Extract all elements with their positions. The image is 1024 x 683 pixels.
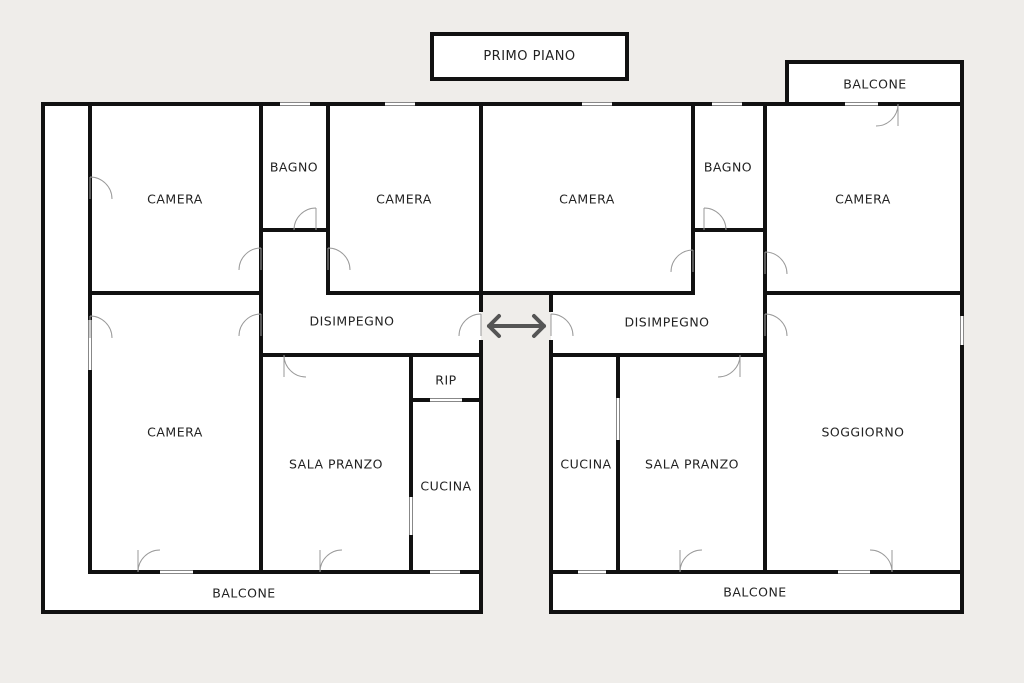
connection-arrow-icon (487, 314, 546, 338)
room-label-bagno-2: BAGNO (703, 159, 753, 175)
room-label-camera-3: CAMERA (559, 191, 615, 207)
room-label-rip: RIP (435, 372, 457, 388)
room-label-cucina-1: CUCINA (420, 478, 472, 494)
floor-title: PRIMO PIANO (430, 32, 629, 81)
room-label-camera-2: CAMERA (376, 191, 432, 207)
room-label-bagno-1: BAGNO (269, 159, 319, 175)
windows (88, 102, 964, 574)
room-label-camera-4: CAMERA (835, 191, 891, 207)
room-label-disimpegno-1: DISIMPEGNO (309, 313, 395, 329)
room-label-sala-pranzo-1: SALA PRANZO (288, 456, 384, 472)
room-label-cucina-2: CUCINA (560, 456, 612, 472)
passage-gap (483, 295, 549, 612)
room-label-disimpegno-2: DISIMPEGNO (624, 314, 710, 330)
room-label-sala-pranzo-2: SALA PRANZO (644, 456, 740, 472)
room-label-soggiorno: SOGGIORNO (821, 424, 905, 440)
door-arcs (89, 103, 899, 573)
room-label-balcone-2: BALCONE (723, 584, 787, 600)
room-label-camera-1: CAMERA (147, 191, 203, 207)
room-label-balcone-top: BALCONE (843, 76, 907, 92)
room-label-camera-5: CAMERA (147, 424, 203, 440)
room-label-balcone-1: BALCONE (212, 585, 276, 601)
